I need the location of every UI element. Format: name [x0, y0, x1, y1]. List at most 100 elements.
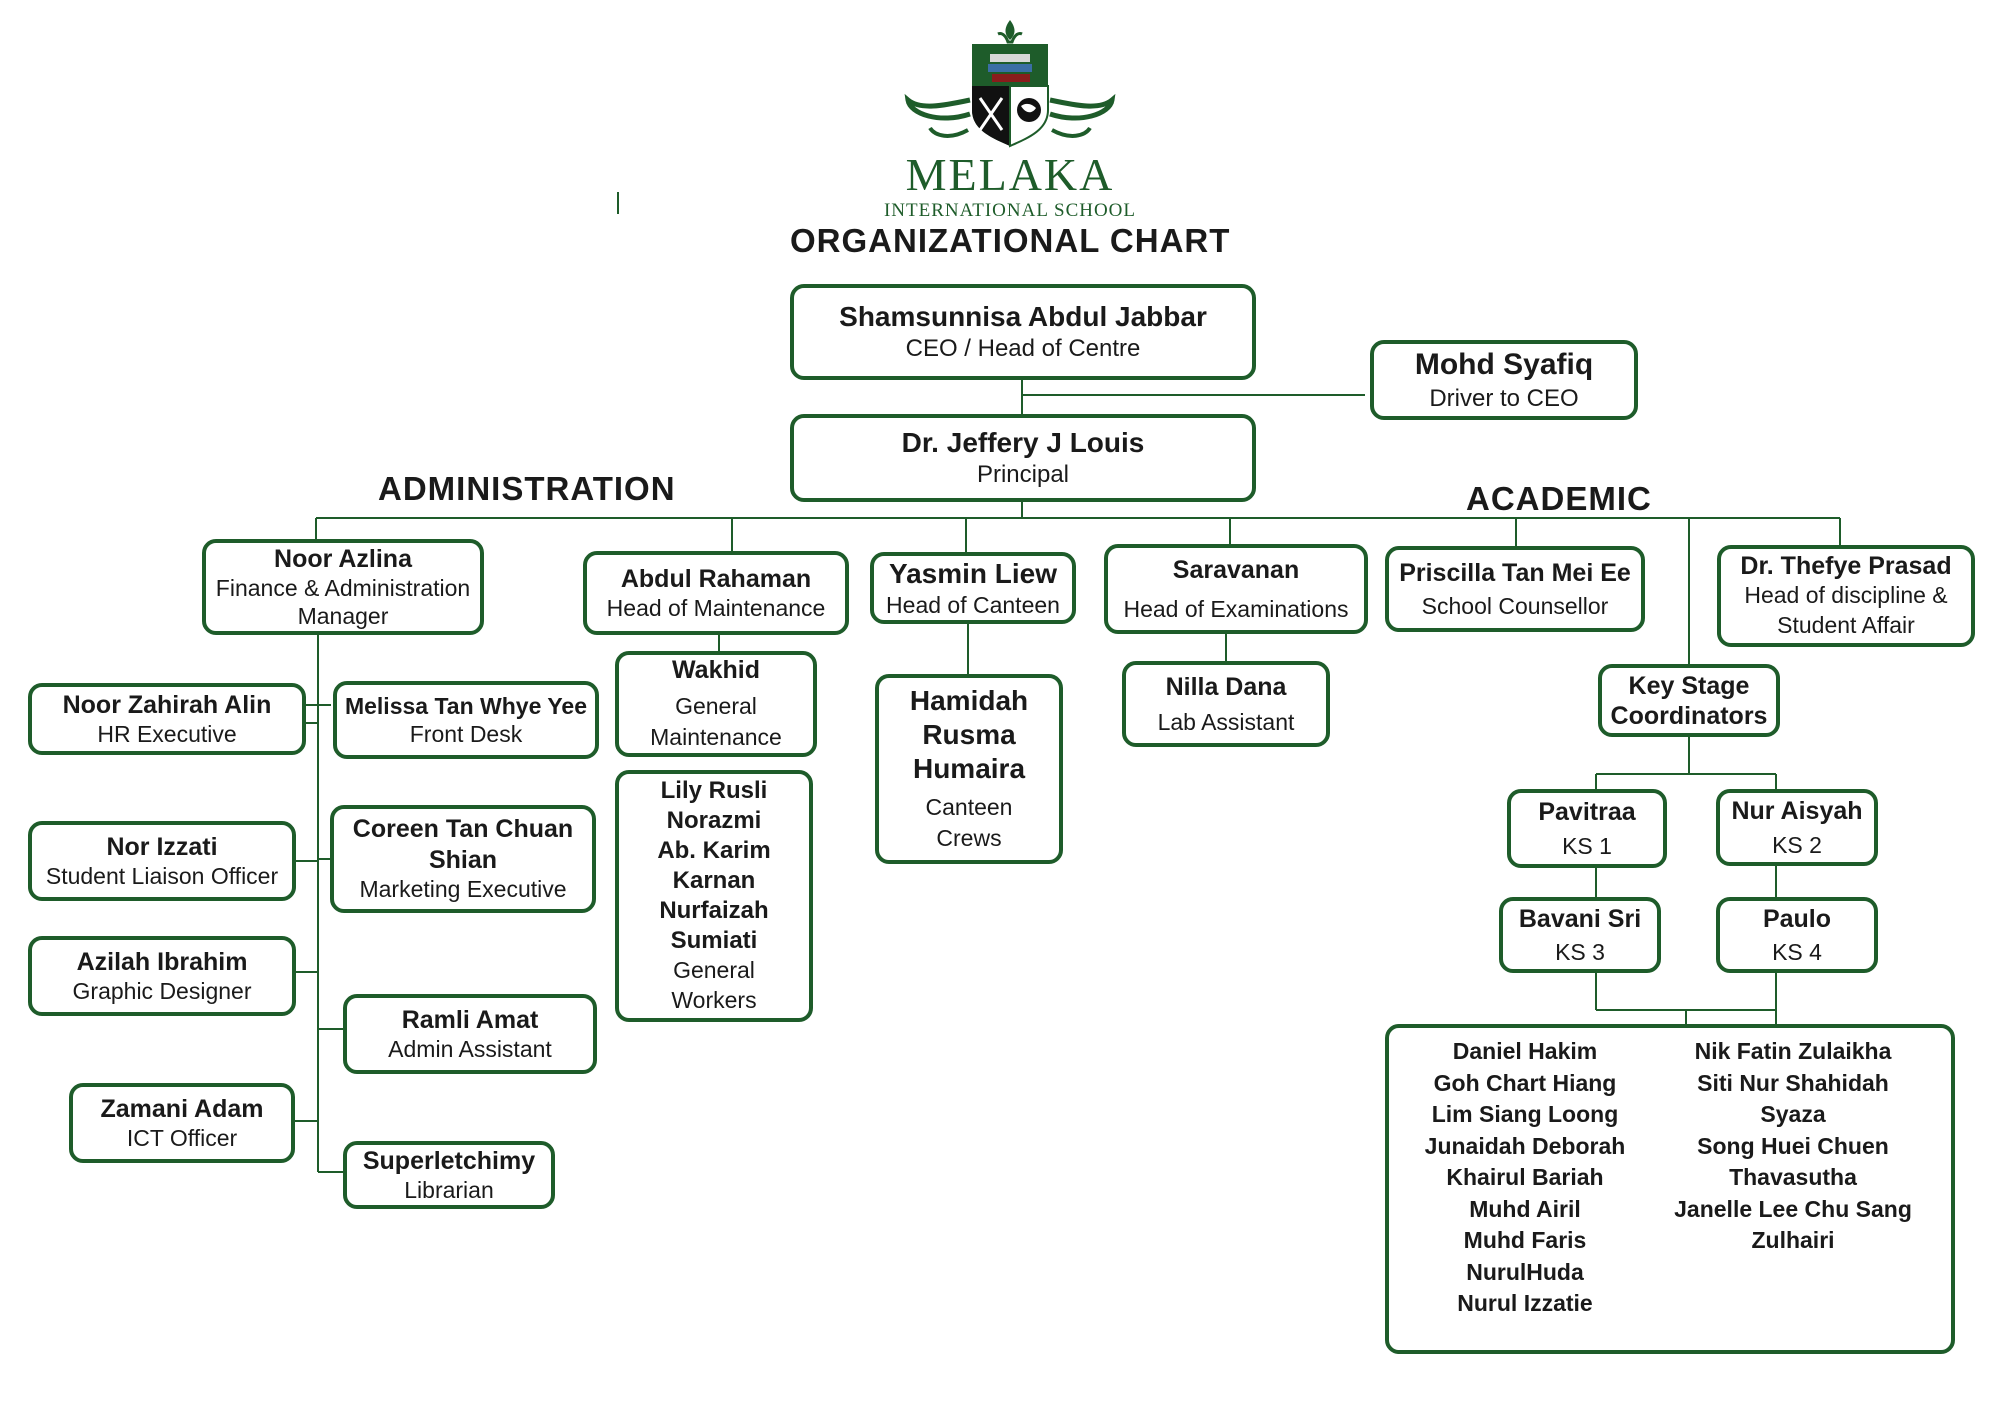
node-role: Admin Assistant [388, 1036, 552, 1063]
node-name: Wakhid [672, 655, 760, 684]
node-name: Azilah Ibrahim [76, 947, 248, 976]
worker-name: Norazmi [666, 807, 762, 835]
node-name: Zamani Adam [100, 1094, 264, 1123]
node-front-desk: Melissa Tan Whye Yee Front Desk [333, 681, 599, 759]
node-name: Priscilla Tan Mei Ee [1399, 558, 1631, 587]
node-name: Superletchimy [362, 1146, 536, 1175]
node-role: Finance & Administration Manager [215, 575, 471, 630]
teacher-name: Daniel Hakim [1452, 1038, 1598, 1064]
teacher-name: Zulhairi [1751, 1227, 1835, 1253]
node-name: Paulo [1762, 904, 1832, 933]
node-principal: Dr. Jeffery J Louis Principal [790, 414, 1256, 502]
node-ks2: Nur Aisyah KS 2 [1716, 789, 1878, 866]
school-logo: MELAKA INTERNATIONAL SCHOOL [880, 14, 1140, 221]
node-role: General Maintenance [650, 693, 782, 751]
teacher-name: Thavasutha [1729, 1164, 1857, 1190]
node-name: Bavani Sri [1518, 904, 1642, 933]
teacher-name: Khairul Bariah [1446, 1164, 1604, 1190]
node-role: General Workers [671, 957, 757, 1013]
node-head-maintenance: Abdul Rahaman Head of Maintenance [583, 551, 849, 635]
node-ks3: Bavani Sri KS 3 [1499, 897, 1661, 973]
node-role: Librarian [404, 1177, 494, 1204]
node-marketing: Coreen Tan Chuan Shian Marketing Executi… [330, 805, 596, 913]
node-name: Melissa Tan Whye Yee [344, 692, 588, 719]
teacher-name: Janelle Lee Chu Sang [1674, 1195, 1912, 1222]
crew-name: Humaira [912, 752, 1026, 784]
teacher-name: Siti Nur Shahidah [1697, 1069, 1889, 1096]
node-role: ICT Officer [126, 1125, 238, 1152]
node-name: Shamsunnisa Abdul Jabbar [839, 301, 1207, 333]
worker-name: Ab. Karim [657, 837, 771, 865]
node-student-liaison: Nor Izzati Student Liaison Officer [28, 821, 296, 901]
teacher-name: Nik Fatin Zulaikha [1694, 1038, 1892, 1064]
node-name: Yasmin Liew [888, 557, 1058, 589]
node-ict-officer: Zamani Adam ICT Officer [69, 1083, 295, 1163]
node-driver: Mohd Syafiq Driver to CEO [1370, 340, 1638, 420]
worker-name: Sumiati [670, 927, 758, 955]
node-role: Principal [976, 461, 1070, 489]
node-name: Dr. Thefye Prasad [1740, 551, 1952, 580]
node-role: Head of discipline & Student Affair [1744, 582, 1948, 639]
node-name: Mohd Syafiq [1414, 348, 1594, 382]
node-role: Front Desk [409, 721, 523, 747]
teacher-name: Muhd Airil [1469, 1195, 1581, 1222]
worker-name: Nurfaizah [659, 897, 769, 925]
worker-name: Lily Rusli [660, 777, 768, 805]
teacher-name: Goh Chart Hiang [1433, 1069, 1617, 1096]
teacher-name: Lim Siang Loong [1431, 1101, 1619, 1127]
crew-name: Hamidah [909, 684, 1029, 716]
node-name: Noor Zahirah Alin [62, 690, 272, 719]
node-name: Nilla Dana [1165, 672, 1287, 701]
node-role: Graphic Designer [72, 978, 252, 1005]
node-name: Pavitraa [1538, 798, 1636, 827]
teacher-name: Muhd Faris [1463, 1227, 1587, 1253]
node-finance-manager: Noor Azlina Finance & Administration Man… [202, 539, 484, 635]
teacher-name: NurulHuda [1466, 1258, 1584, 1285]
node-ks4: Paulo KS 4 [1716, 897, 1878, 973]
node-role: Head of Maintenance [606, 595, 826, 622]
node-name: Coreen Tan Chuan Shian [352, 815, 574, 874]
node-role: Head of Canteen [886, 592, 1060, 619]
node-role: Lab Assistant [1157, 709, 1295, 736]
node-head-examinations: Saravanan Head of Examinations [1104, 544, 1368, 634]
node-role: Student Liaison Officer [45, 863, 279, 890]
node-name: Abdul Rahaman [620, 564, 812, 593]
page-title: ORGANIZATIONAL CHART [790, 222, 1231, 259]
node-ceo: Shamsunnisa Abdul Jabbar CEO / Head of C… [790, 284, 1256, 380]
node-name: Nor Izzati [106, 832, 218, 861]
node-name: Key Stage Coordinators [1610, 671, 1768, 730]
logo-subtitle: INTERNATIONAL SCHOOL [883, 200, 1137, 221]
node-key-stage-coordinators: Key Stage Coordinators [1598, 664, 1780, 737]
node-librarian: Superletchimy Librarian [343, 1141, 555, 1209]
node-name: Noor Azlina [274, 544, 412, 573]
node-role: Driver to CEO [1429, 384, 1579, 412]
node-admin-assistant: Ramli Amat Admin Assistant [343, 994, 597, 1074]
node-name: Saravanan [1172, 555, 1300, 584]
crest-icon [904, 20, 1116, 148]
node-role: KS 3 [1555, 939, 1605, 966]
node-general-maintenance: Wakhid General Maintenance [615, 651, 817, 757]
crew-name: Rusma [922, 718, 1016, 750]
node-graphic-designer: Azilah Ibrahim Graphic Designer [28, 936, 296, 1016]
teacher-name: Nurul Izzatie [1457, 1290, 1593, 1316]
node-role: School Counsellor [1421, 593, 1609, 620]
node-ks1: Pavitraa KS 1 [1507, 789, 1667, 868]
teacher-name: Song Huei Chuen [1697, 1132, 1889, 1159]
node-school-counsellor: Priscilla Tan Mei Ee School Counsellor [1385, 546, 1645, 632]
heading-administration: ADMINISTRATION [378, 470, 676, 507]
stray-mark [617, 192, 619, 214]
node-name: Nur Aisyah [1731, 797, 1863, 826]
node-lab-assistant: Nilla Dana Lab Assistant [1122, 661, 1330, 747]
node-name: Ramli Amat [401, 1005, 539, 1034]
teacher-name: Junaidah Deborah [1424, 1132, 1626, 1159]
node-name: Dr. Jeffery J Louis [901, 427, 1145, 459]
node-hr-executive: Noor Zahirah Alin HR Executive [28, 683, 306, 755]
